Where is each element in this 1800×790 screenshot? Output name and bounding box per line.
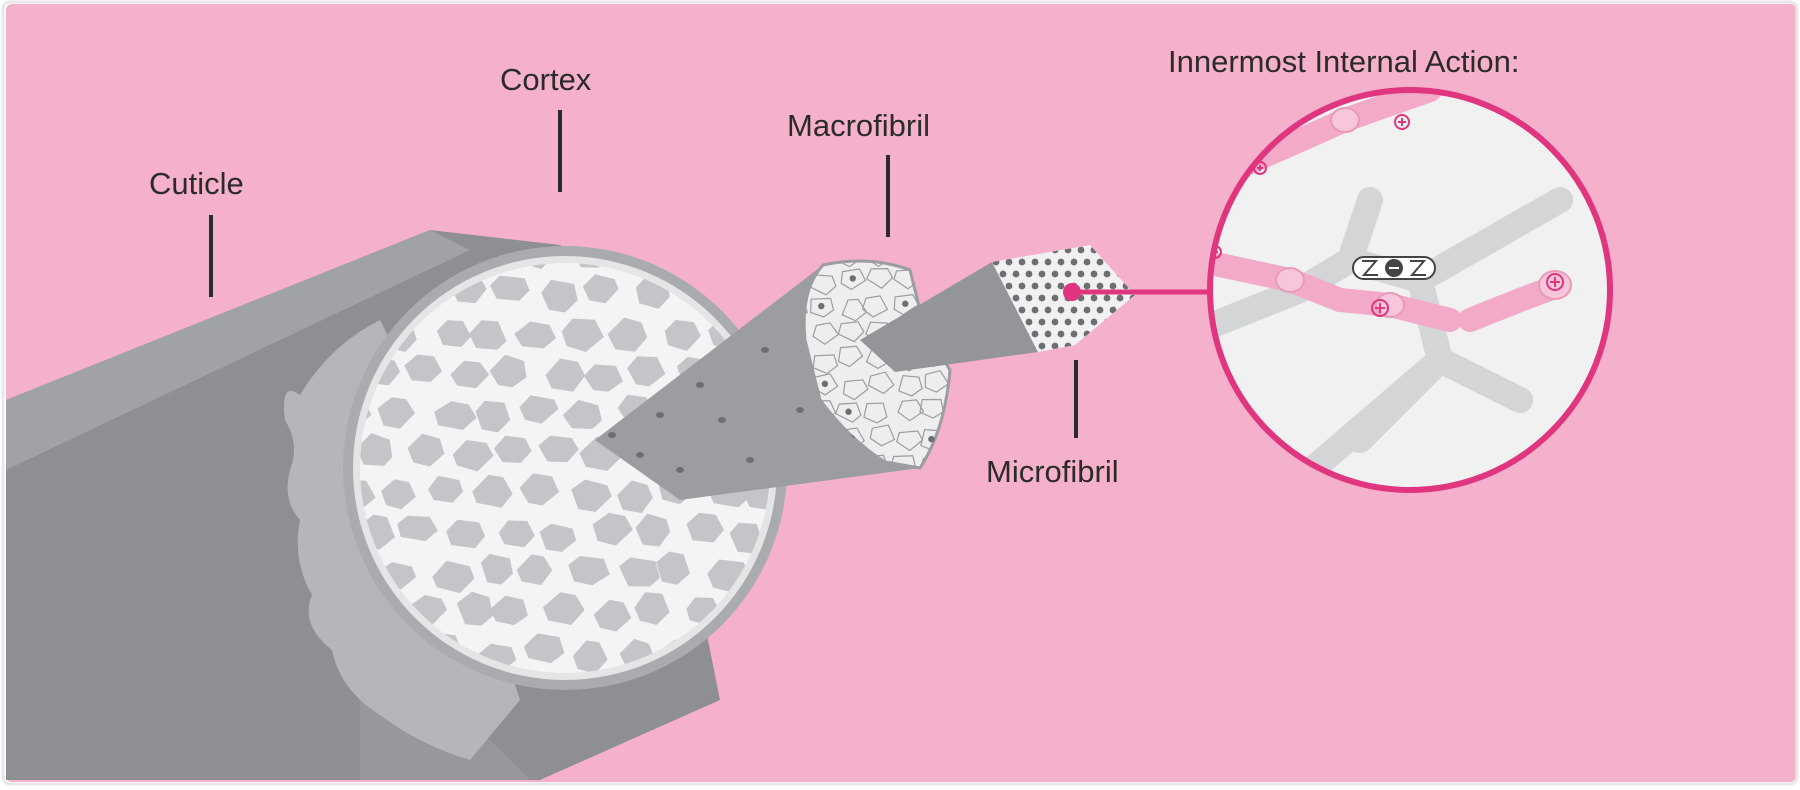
leader-microfibril: [1074, 360, 1078, 438]
label-microfibril: Microfibril: [986, 454, 1119, 489]
inset-circle: [1207, 87, 1613, 493]
label-cortex: Cortex: [500, 62, 592, 97]
label-innermost-internal-action: Innermost Internal Action:: [1168, 44, 1520, 79]
leader-cuticle: [209, 215, 213, 297]
leader-macrofibril: [886, 155, 890, 237]
label-macrofibril: Macrofibril: [787, 108, 930, 143]
leader-cortex: [558, 110, 562, 192]
cone-dots: [608, 347, 804, 473]
negative-bond-symbol: [1352, 256, 1436, 280]
label-cuticle: Cuticle: [149, 166, 244, 201]
zoom-connector: [1063, 283, 1212, 301]
